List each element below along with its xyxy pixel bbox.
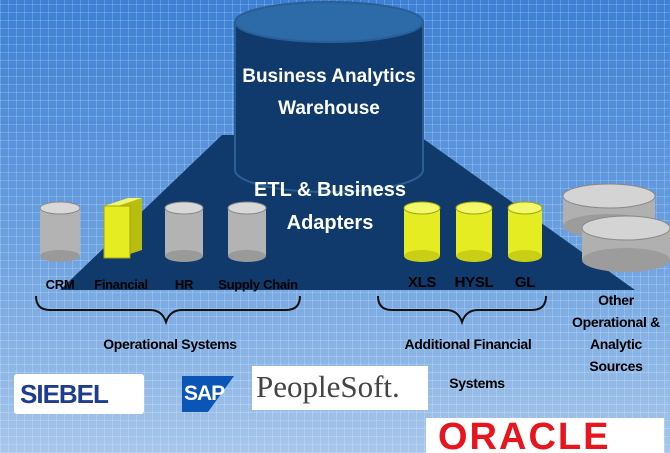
- hysl-label: HYSL: [454, 274, 494, 291]
- other-sources-label-line2: Operational &: [572, 314, 660, 330]
- warehouse-cylinder: [234, 1, 424, 193]
- sap-logo-shape: [182, 376, 234, 412]
- gl-cylinder: [507, 201, 543, 262]
- oracle-logo: ORACLE: [426, 416, 664, 453]
- sap-logo: SAP: [182, 376, 234, 412]
- siebel-logo-text: SIEBEL: [20, 379, 109, 409]
- sap-logo-text: SAP: [184, 382, 225, 405]
- xls-cylinder: [403, 201, 441, 262]
- operational-systems-label: Operational Systems: [103, 336, 237, 352]
- other-sources-cylinder-front: [581, 215, 670, 272]
- other-sources-label-line3: Analytic: [589, 336, 643, 352]
- crm-label: CRM: [45, 277, 75, 292]
- oracle-logo-text: ORACLE: [438, 416, 611, 453]
- hr-cylinder: [164, 201, 204, 262]
- gl-label: GL: [514, 274, 536, 291]
- etl-label-line1: ETL & Business: [254, 179, 406, 201]
- financial-label: Financial: [94, 277, 148, 292]
- other-sources-label-line1: Other: [598, 292, 634, 308]
- etl-label-line2: Adapters: [286, 212, 374, 234]
- additional-financial-label-line2: Systems: [449, 375, 505, 391]
- other-sources-label-line4: Sources: [589, 358, 643, 374]
- crm-cylinder: [39, 201, 81, 262]
- warehouse-title-line2: Warehouse: [278, 98, 380, 119]
- hr-label: HR: [174, 277, 194, 292]
- hysl-cylinder: [455, 201, 493, 262]
- peoplesoft-logo: PeopleSoft.: [252, 366, 428, 410]
- warehouse-title-line1: Business Analytics: [242, 66, 416, 87]
- operational-brace: [35, 295, 301, 326]
- financial-cube: [103, 198, 142, 259]
- xls-label: XLS: [407, 274, 437, 291]
- siebel-logo: SIEBEL: [14, 374, 144, 414]
- supply-chain-label: Supply Chain: [218, 277, 298, 292]
- peoplesoft-logo-text: PeopleSoft.: [256, 369, 400, 404]
- supply-chain-cylinder: [227, 201, 267, 262]
- financial-brace: [377, 295, 547, 326]
- additional-financial-label-line1: Additional Financial: [404, 336, 532, 352]
